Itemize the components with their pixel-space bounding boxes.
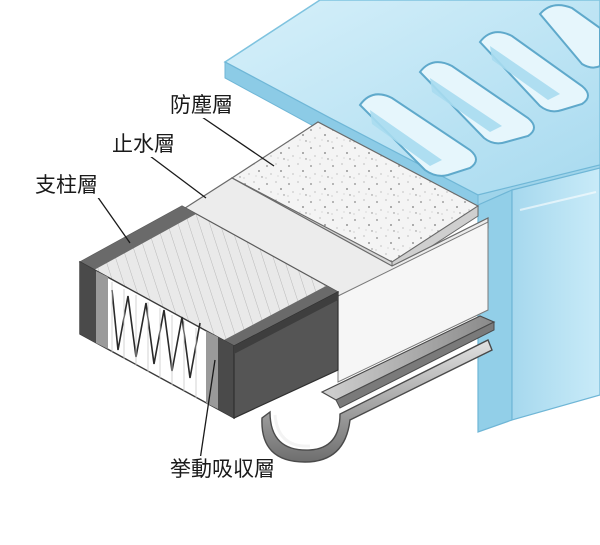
- label-waterproof-layer: 止水層: [110, 131, 177, 157]
- zigzag-spring: [111, 289, 201, 379]
- support-block-front: [79, 260, 235, 420]
- leader-lines: [96, 116, 275, 461]
- gutter-channel: [261, 315, 496, 463]
- support-layer: [78, 205, 340, 347]
- label-support-layer: 支柱層: [33, 172, 100, 198]
- absorption-layer: [233, 291, 339, 419]
- label-dustproof-layer: 防塵層: [168, 92, 235, 118]
- grating-slots: [358, 4, 600, 177]
- label-absorption-layer: 挙動吸収層: [168, 456, 277, 482]
